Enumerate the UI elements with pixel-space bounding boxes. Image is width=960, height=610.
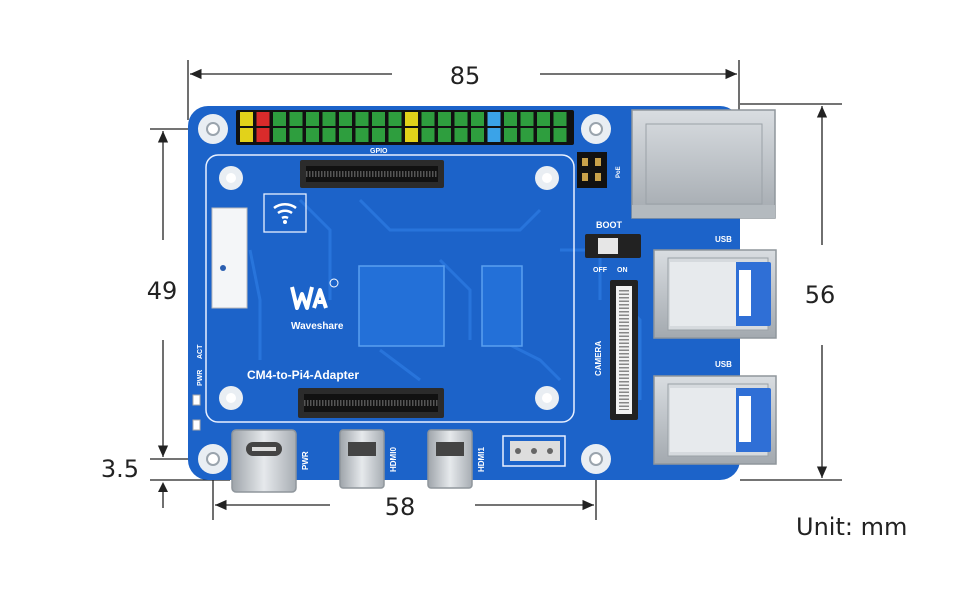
dim-height-left: 49 <box>147 277 178 305</box>
gpio-pin <box>405 112 418 126</box>
unit-label: Unit: mm <box>796 513 908 541</box>
gpio-pin <box>339 128 352 142</box>
usb-port-bottom: USB <box>653 360 777 465</box>
gpio-pin <box>372 112 385 126</box>
hdmi1-label: HDMI1 <box>477 447 486 472</box>
gpio-pin <box>421 128 435 142</box>
gpio-pin <box>553 128 567 142</box>
boot-label: BOOT <box>596 220 623 230</box>
boot-switch: BOOT OFF ON <box>585 220 641 274</box>
status-leds <box>192 394 201 431</box>
waveshare-logo: Waveshare <box>290 278 344 332</box>
act-led-label: ACT <box>197 344 204 359</box>
gpio-pin <box>537 112 550 126</box>
gpio-pin <box>553 112 567 126</box>
gpio-pin <box>454 128 468 142</box>
gpio-pin <box>520 112 534 126</box>
mounting-hole <box>581 444 611 474</box>
camera-connector: CAMERA <box>594 280 638 420</box>
gpio-pin <box>273 112 286 126</box>
mounting-holes <box>198 114 611 474</box>
b2b-connector-bottom <box>298 388 444 418</box>
hdmi1-port: HDMI1 <box>427 429 486 489</box>
gpio-pin <box>438 112 451 126</box>
gpio-pin <box>322 128 336 142</box>
usb-port-top: USB <box>653 235 777 339</box>
cm4-pad-right <box>481 265 523 347</box>
gpio-pin <box>306 128 319 142</box>
dim-width-bottom: 58 <box>385 493 416 521</box>
gpio-pin <box>487 112 501 126</box>
cm4-hole <box>535 386 559 410</box>
cm4-outline <box>205 154 575 423</box>
gpio-pin <box>289 112 303 126</box>
gpio-pin <box>504 112 517 126</box>
dim-height-right: 56 <box>805 281 836 309</box>
gpio-pin <box>339 112 352 126</box>
gpio-pin <box>240 128 253 142</box>
gpio-pin <box>504 128 517 142</box>
hdmi0-label: HDMI0 <box>389 447 398 472</box>
cm4-hole <box>535 166 559 190</box>
gpio-pin <box>471 112 484 126</box>
gpio-pin <box>471 128 484 142</box>
gpio-pin <box>388 128 402 142</box>
gpio-pin <box>520 128 534 142</box>
mounting-hole <box>198 444 228 474</box>
cm4-hole <box>219 166 243 190</box>
pwr-led-label: PWR <box>197 370 204 386</box>
usb-bottom-label: USB <box>715 360 732 369</box>
poe-label: PoE <box>616 166 622 178</box>
gpio-pin <box>372 128 385 142</box>
gpio-pin <box>405 128 418 142</box>
antenna-module <box>211 207 248 309</box>
gpio-pin <box>256 112 270 126</box>
gpio-pin <box>240 112 253 126</box>
gpio-pin <box>355 128 369 142</box>
dim-offset-left: 3.5 <box>101 455 139 483</box>
mounting-hole <box>581 114 611 144</box>
gpio-pin <box>421 112 435 126</box>
cm4-pad-left <box>358 265 445 347</box>
boot-on-label: ON <box>617 267 628 274</box>
model-label: CM4-to-Pi4-Adapter <box>247 368 359 382</box>
hdmi0-port: HDMI0 <box>339 429 398 489</box>
gpio-pin <box>322 112 336 126</box>
wifi-icon <box>263 193 307 233</box>
gpio-pin <box>273 128 286 142</box>
gpio-pin <box>306 112 319 126</box>
gpio-pin <box>355 112 369 126</box>
gpio-pin <box>289 128 303 142</box>
gpio-pins <box>240 112 567 142</box>
gpio-pin <box>487 128 501 142</box>
camera-label: CAMERA <box>594 341 603 376</box>
brand-label: Waveshare <box>291 321 344 332</box>
gpio-pin <box>388 112 402 126</box>
gpio-pin <box>537 128 550 142</box>
gpio-label: GPIO <box>370 148 388 155</box>
usb-c-power-port: PWR <box>231 429 310 493</box>
cm4-hole <box>219 386 243 410</box>
pwr-usb-label: PWR <box>301 451 310 470</box>
mounting-hole <box>198 114 228 144</box>
pcb-board <box>188 106 740 480</box>
dimension-lines <box>150 60 842 520</box>
fan-header <box>502 435 566 467</box>
gpio-pin <box>438 128 451 142</box>
ethernet-port <box>631 109 776 219</box>
boot-off-label: OFF <box>593 267 608 274</box>
poe-header: PoE <box>577 152 622 188</box>
usb-top-label: USB <box>715 235 732 244</box>
gpio-pin <box>256 128 270 142</box>
dim-width-top: 85 <box>450 62 481 90</box>
gpio-header: GPIO <box>236 110 574 155</box>
gpio-pin <box>454 112 468 126</box>
b2b-connector-top <box>300 160 444 188</box>
